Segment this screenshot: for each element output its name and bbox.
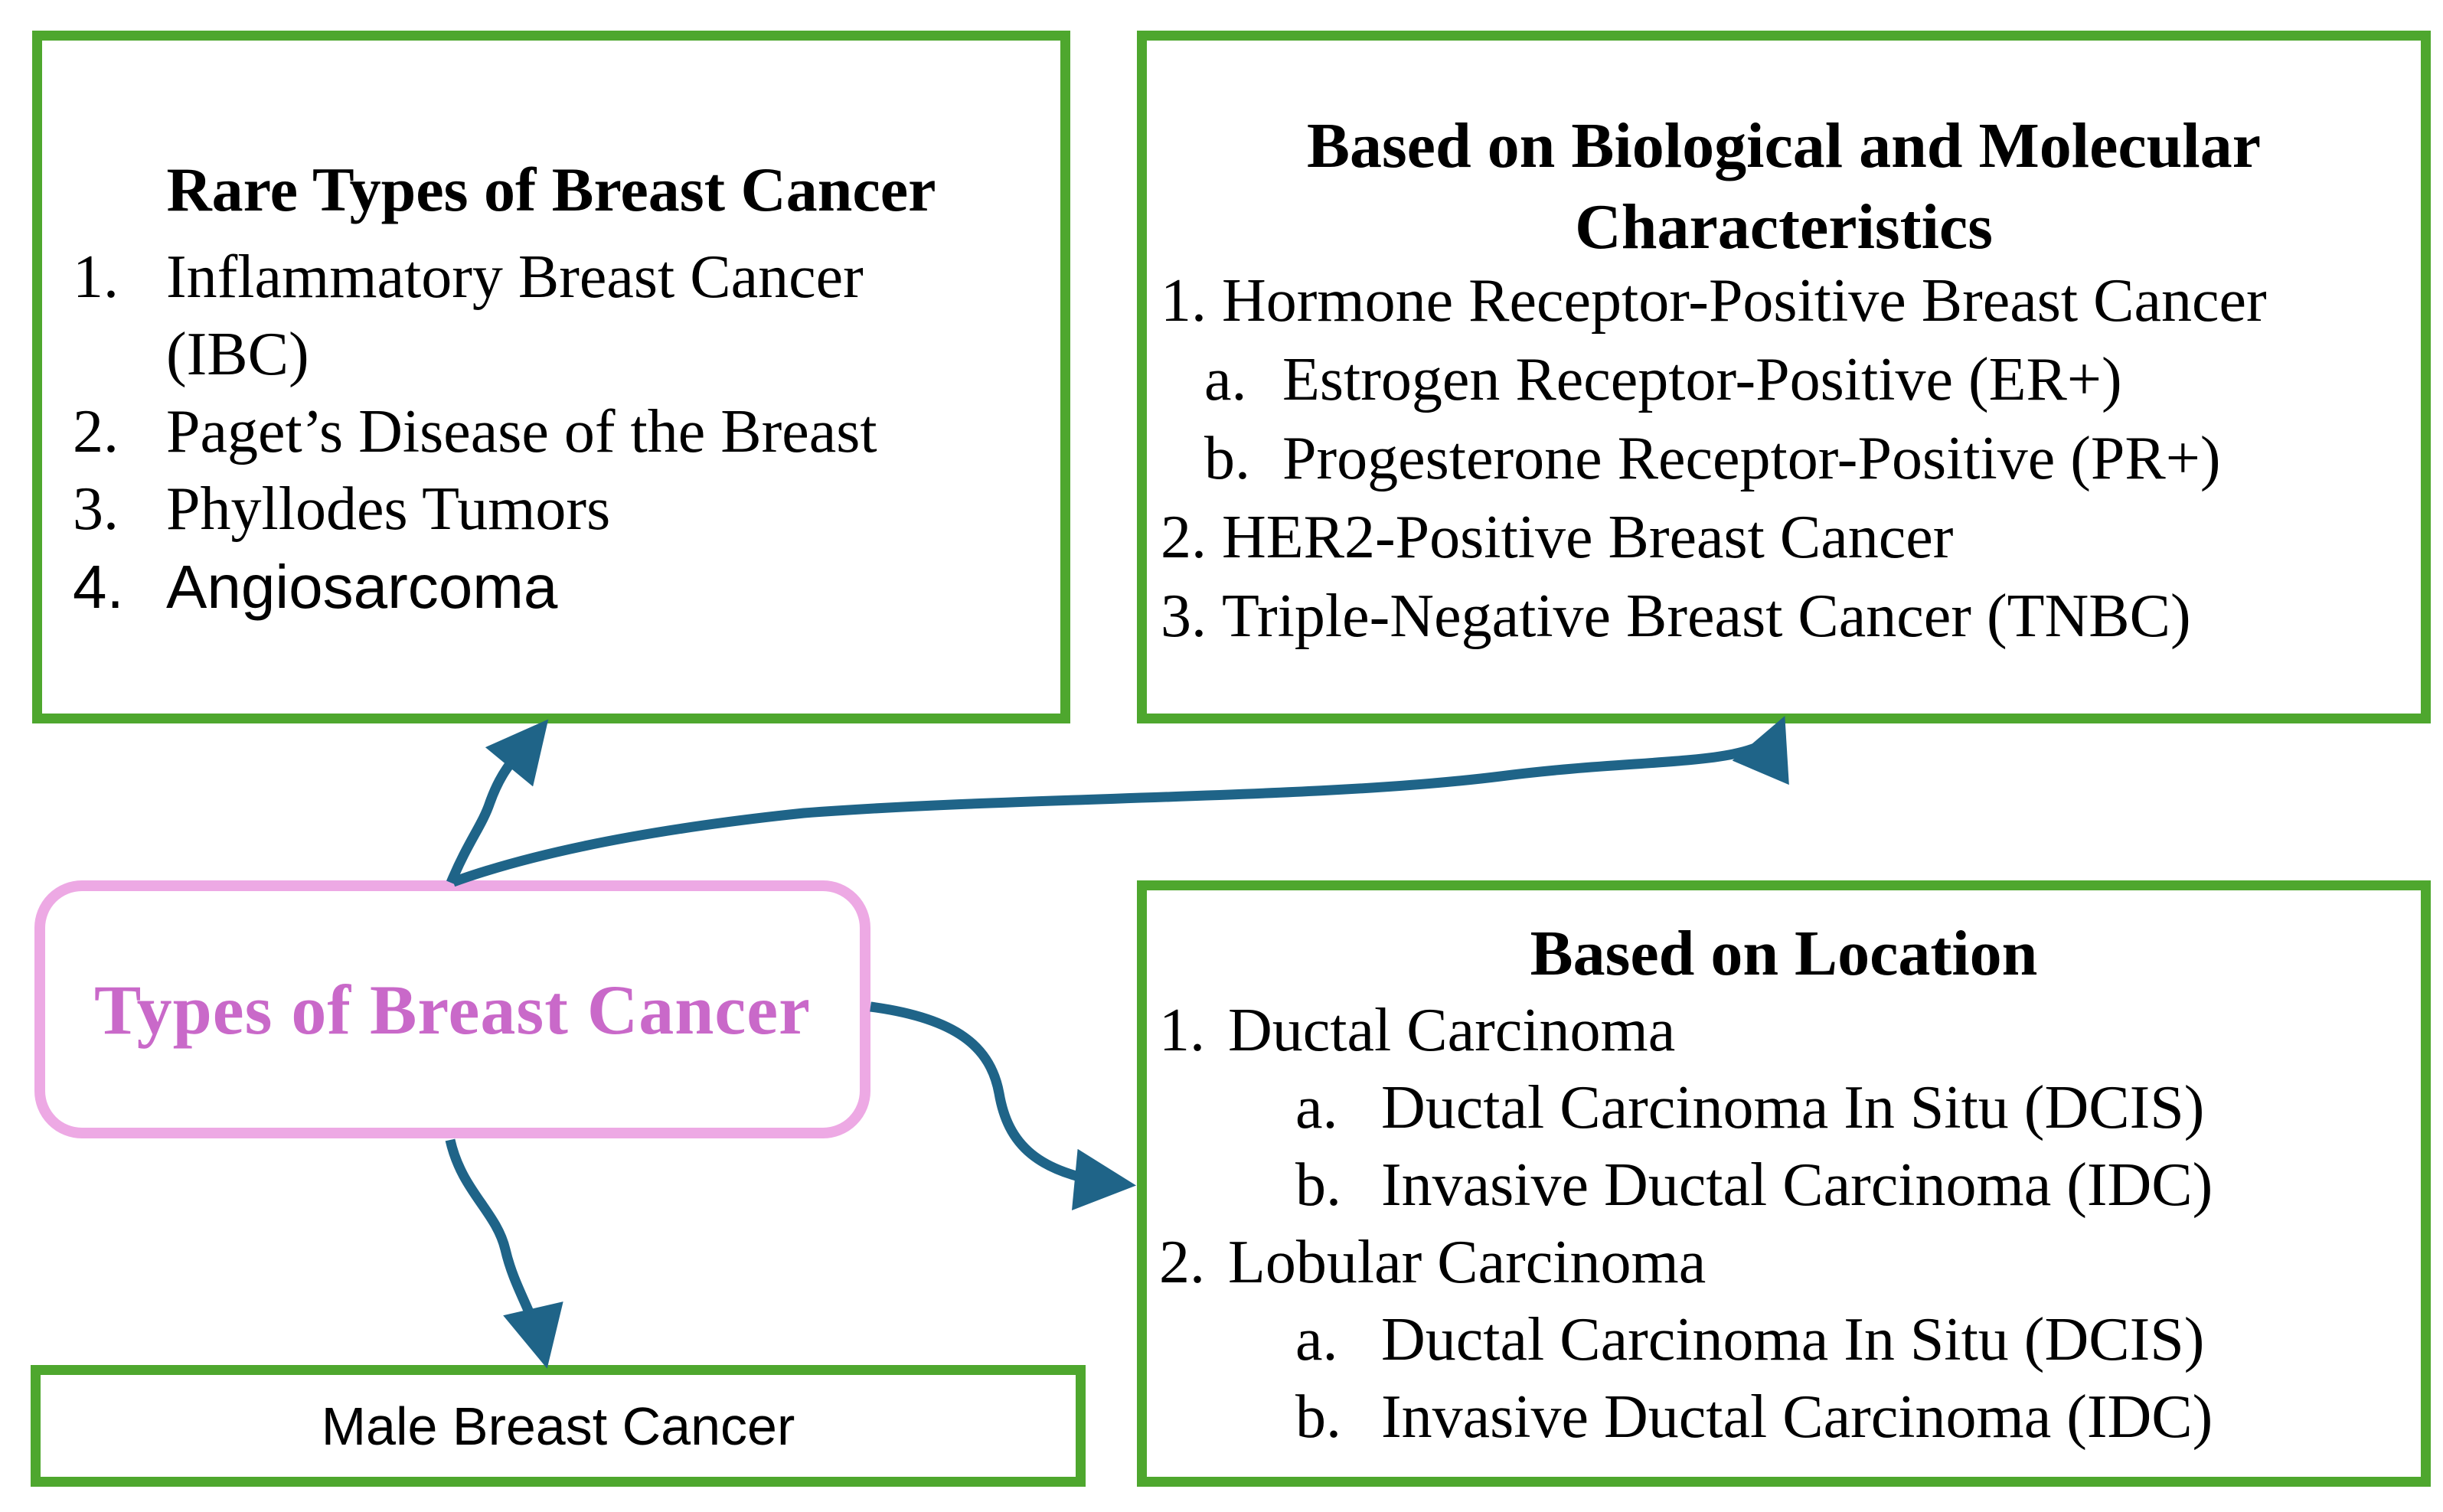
list-marker: 2. xyxy=(1159,1229,1205,1296)
list-marker: b. xyxy=(1295,1151,1341,1219)
biological-molecular-list: 1.Hormone Receptor-Positive Breast Cance… xyxy=(1161,262,2424,656)
types-of-breast-cancer-node: Types of Breast Cancer xyxy=(34,880,870,1138)
list-item: 1. Inflammatory Breast Cancer xyxy=(73,239,1053,316)
list-item-text: Paget’s Disease of the Breast xyxy=(166,398,877,465)
list-item-text: Ductal Carcinoma In Situ (DCIS) xyxy=(1381,1074,2205,1141)
list-item: 1.Hormone Receptor-Positive Breast Cance… xyxy=(1161,262,2424,341)
list-marker: b. xyxy=(1204,425,1250,492)
list-item: 3. Phyllodes Tumors xyxy=(73,471,1053,548)
list-item-text: HER2-Positive Breast Cancer xyxy=(1222,504,1954,571)
list-item: (IBC) xyxy=(73,316,1053,394)
list-marker: a. xyxy=(1295,1306,1338,1373)
list-subitem: b. Invasive Ductal Carcinoma (IDC) xyxy=(1159,1379,2422,1456)
list-marker: 4. xyxy=(73,553,124,621)
list-subitem: b. Progesterone Receptor-Positive (PR+) xyxy=(1161,420,2424,498)
location-title: Based on Location xyxy=(1530,918,2038,989)
list-marker: 2. xyxy=(73,398,119,465)
list-item-text: Ductal Carcinoma In Situ (DCIS) xyxy=(1381,1306,2205,1373)
list-item-text: Estrogen Receptor-Positive (ER+) xyxy=(1282,346,2122,413)
list-item-text: Invasive Ductal Carcinoma (IDC) xyxy=(1381,1151,2213,1219)
list-marker: 3. xyxy=(1161,583,1207,650)
biological-molecular-title-line1: Based on Biological and Molecular xyxy=(1306,110,2262,181)
list-item-text: Phyllodes Tumors xyxy=(166,475,611,543)
arrow-to-rare-types xyxy=(446,719,549,885)
rare-types-box xyxy=(32,31,1070,723)
list-item: 2.HER2-Positive Breast Cancer xyxy=(1161,498,2424,577)
types-of-breast-cancer-label: Types of Breast Cancer xyxy=(94,970,811,1049)
list-marker: a. xyxy=(1295,1074,1338,1141)
list-item-text: Inflammatory Breast Cancer xyxy=(166,243,864,311)
list-marker: 1. xyxy=(1159,997,1205,1064)
list-item-text: (IBC) xyxy=(166,321,309,388)
list-item-text: Hormone Receptor-Positive Breast Cancer xyxy=(1222,267,2267,335)
biological-molecular-title: Based on Biological and Molecular Charac… xyxy=(1137,106,2431,268)
male-breast-cancer-box: Male Breast Cancer xyxy=(31,1365,1086,1487)
biological-molecular-title-line2: Characteristics xyxy=(1575,191,1993,263)
list-marker: a. xyxy=(1204,346,1247,413)
list-marker: 1. xyxy=(73,243,119,311)
list-marker: 2. xyxy=(1161,504,1207,571)
list-subitem: a. Ductal Carcinoma In Situ (DCIS) xyxy=(1159,1070,2422,1147)
list-item: 4. Angiosarcoma xyxy=(73,548,1053,627)
list-item: 3.Triple-Negative Breast Cancer (TNBC) xyxy=(1161,577,2424,656)
arrow-to-male-breast-cancer xyxy=(445,1138,563,1369)
arrow-to-location xyxy=(870,1001,1137,1211)
list-marker: 3. xyxy=(73,475,119,543)
list-marker: b. xyxy=(1295,1383,1341,1451)
biological-molecular-box xyxy=(1137,31,2431,723)
list-item-text: Invasive Ductal Carcinoma (IDC) xyxy=(1381,1383,2213,1451)
list-subitem: a. Estrogen Receptor-Positive (ER+) xyxy=(1161,341,2424,420)
male-breast-cancer-label: Male Breast Cancer xyxy=(321,1396,795,1456)
list-item: 1. Ductal Carcinoma xyxy=(1159,992,2422,1070)
arrow-to-biological-molecular xyxy=(451,716,1789,887)
location-list: 1. Ductal Carcinoma a. Ductal Carcinoma In… xyxy=(1159,992,2422,1456)
rare-types-list: 1. Inflammatory Breast Cancer (IBC) 2. Pag… xyxy=(73,239,1053,627)
list-marker: 1. xyxy=(1161,267,1207,335)
list-item-text: Lobular Carcinoma xyxy=(1228,1229,1707,1296)
list-subitem: a. Ductal Carcinoma In Situ (DCIS) xyxy=(1159,1301,2422,1379)
rare-types-title: Rare Types of Breast Cancer xyxy=(166,155,936,224)
list-item-text: Ductal Carcinoma xyxy=(1228,997,1676,1064)
list-item-text: Triple-Negative Breast Cancer (TNBC) xyxy=(1222,583,2191,650)
list-item: 2. Lobular Carcinoma xyxy=(1159,1224,2422,1301)
list-item: 2. Paget’s Disease of the Breast xyxy=(73,394,1053,471)
list-subitem: b. Invasive Ductal Carcinoma (IDC) xyxy=(1159,1147,2422,1224)
list-item-text: Angiosarcoma xyxy=(166,553,558,621)
list-item-text: Progesterone Receptor-Positive (PR+) xyxy=(1282,425,2221,492)
